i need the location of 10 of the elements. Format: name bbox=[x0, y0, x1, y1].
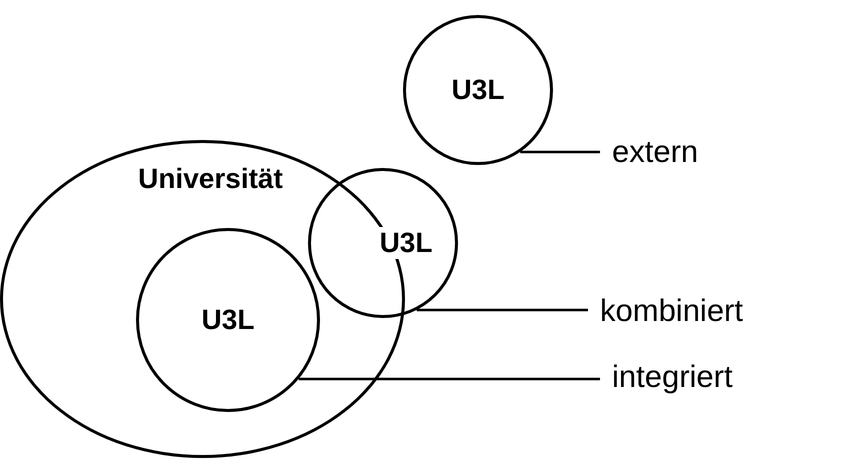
set-circle bbox=[136, 228, 320, 412]
leader-line bbox=[416, 308, 588, 312]
callout-label: extern bbox=[612, 133, 698, 170]
circle-label: U3L bbox=[378, 227, 434, 259]
leader-line bbox=[520, 150, 600, 154]
callout-label: integriert bbox=[612, 358, 733, 396]
leader-line bbox=[298, 378, 600, 380]
set-circle bbox=[403, 15, 553, 165]
callout-label: kombiniert bbox=[600, 292, 743, 330]
set-circle bbox=[308, 168, 458, 318]
